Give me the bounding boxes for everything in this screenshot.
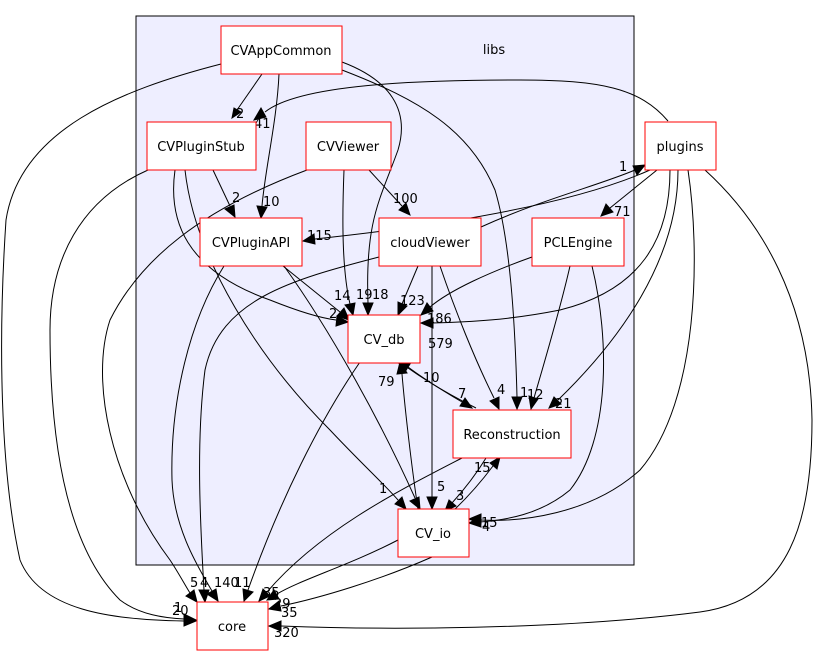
edge-pluginstub-pluginapi[interactable]: 2	[212, 169, 240, 219]
edge-label: 10	[263, 195, 280, 210]
edge-label: 1	[619, 160, 627, 175]
edge-cvdb-core[interactable]: 11	[234, 361, 361, 603]
node-plugins[interactable]: plugins	[644, 121, 717, 171]
edge-pclengine-recon[interactable]: 12	[527, 265, 571, 411]
edge-plugins-pluginapi[interactable]: 115	[301, 169, 651, 245]
edge-cloudviewer-recon[interactable]: 4	[439, 265, 505, 411]
node-label: CVAppCommon	[230, 44, 331, 59]
edge-label: 15	[481, 516, 498, 531]
edge-cvio-core-b[interactable]: 35	[267, 556, 433, 621]
edge-label: 2	[236, 107, 244, 122]
node-label: core	[218, 620, 246, 635]
edge-appcommon-recon[interactable]: 1	[341, 69, 528, 411]
edge-label: 1	[174, 601, 182, 616]
node-label: CV_io	[415, 527, 451, 542]
node-label: CVPluginStub	[157, 140, 245, 155]
edge-cloudviewer-core[interactable]: 4	[198, 256, 380, 604]
edge-label: 115	[307, 229, 332, 244]
edge-cvviewer-cvdb[interactable]: 19	[342, 169, 373, 317]
edge-label: 4	[200, 576, 208, 591]
edge-appcommon-core[interactable]: 20	[1, 63, 222, 627]
edge-label: 140	[214, 576, 239, 591]
edge-label: 35	[281, 606, 298, 621]
edge-plugins-pclengine[interactable]: 71	[600, 169, 658, 220]
edge-label: 5	[437, 480, 445, 495]
edge-label: 15	[474, 461, 491, 476]
edge-appcommon-pluginapi[interactable]: 10	[256, 73, 280, 220]
cluster-libs: libs	[135, 15, 635, 566]
node-label: PCLEngine	[544, 236, 613, 251]
node-label: CV_db	[364, 333, 405, 348]
cluster-libs-label: libs	[483, 43, 505, 58]
edge-label: 20	[172, 604, 189, 619]
node-label: cloudViewer	[390, 236, 470, 251]
edge-pluginapi-cvdb[interactable]: 14	[282, 265, 351, 321]
node-cvviewer[interactable]: CVViewer	[305, 121, 392, 171]
edge-label: 41	[254, 117, 271, 132]
edge-cloudviewer-cvio[interactable]: 5	[426, 265, 445, 511]
node-label: Reconstruction	[463, 428, 560, 443]
edge-cvdb-recon[interactable]: 7	[403, 363, 474, 409]
edge-cvviewer-core[interactable]: 5	[102, 169, 308, 603]
edge-label: 5	[190, 576, 198, 591]
edge-cloudviewer-cvdb[interactable]: 123	[397, 265, 425, 317]
node-cvpluginstub[interactable]: CVPluginStub	[146, 121, 257, 171]
edge-plugins-core[interactable]: 320	[267, 169, 813, 641]
edge-label: 2	[232, 191, 240, 206]
edge-layer: 2 41 2 10 100 1	[1, 61, 813, 641]
edge-plugins-cvdb[interactable]: 579	[419, 169, 671, 352]
edge-label: 79	[378, 375, 395, 390]
edge-label: 320	[274, 626, 299, 641]
edge-label: 12	[527, 388, 544, 403]
node-label: CVViewer	[317, 140, 380, 155]
cluster-libs-frame	[135, 15, 635, 566]
node-pclengine[interactable]: PCLEngine	[531, 217, 625, 267]
edge-cvviewer-cloudviewer[interactable]: 100	[368, 169, 418, 216]
edge-label: 3	[456, 489, 464, 504]
edge-plugins-pluginstub[interactable]: 41	[252, 79, 669, 132]
node-reconstruction[interactable]: Reconstruction	[452, 409, 572, 459]
edge-label: 11	[234, 576, 251, 591]
edge-label: 2	[329, 307, 337, 322]
edge-label: 1	[520, 386, 528, 401]
edge-pluginapi-cvio[interactable]	[283, 265, 421, 511]
node-core[interactable]: core	[196, 601, 269, 651]
edge-appcommon-pluginstub[interactable]: 2	[231, 73, 263, 122]
node-cvpluginapi[interactable]: CVPluginAPI	[199, 217, 303, 267]
node-label: CVPluginAPI	[212, 236, 290, 251]
edge-label: 7	[458, 387, 466, 402]
edge-label: 579	[428, 337, 453, 352]
edge-label: 4	[482, 520, 490, 535]
edge-label: 19	[356, 288, 373, 303]
edge-label: 21	[555, 397, 572, 412]
node-layer: CVAppCommon CVPluginStub CVViewer CVPlug…	[146, 25, 717, 651]
edge-pluginstub-cvdb[interactable]: 2	[173, 169, 350, 327]
edge-label: 4	[497, 383, 505, 398]
edge-label: 100	[393, 192, 418, 207]
edge-cvio-cvdb[interactable]: 79	[378, 360, 419, 510]
edge-label: 123	[400, 294, 425, 309]
node-cv-db[interactable]: CV_db	[347, 314, 421, 364]
node-cvappcommon[interactable]: CVAppCommon	[220, 25, 343, 75]
edge-plugins-recon[interactable]: 21	[548, 169, 679, 412]
edge-label: 71	[614, 205, 631, 220]
edge-cvio-recon[interactable]: 15	[451, 455, 501, 513]
edge-pluginapi-core[interactable]: 140	[171, 265, 239, 603]
edge-label: 10	[423, 371, 440, 386]
edge-plugins-cvio[interactable]: 15	[467, 169, 695, 531]
node-cv-io[interactable]: CV_io	[397, 508, 470, 558]
edge-appcommon-cvdb[interactable]: 18	[341, 61, 402, 317]
edge-label: 18	[372, 288, 389, 303]
edge-label: 14	[334, 289, 351, 304]
node-cloudviewer[interactable]: cloudViewer	[378, 217, 482, 267]
edge-label: 1	[379, 482, 387, 497]
node-label: plugins	[657, 140, 704, 155]
